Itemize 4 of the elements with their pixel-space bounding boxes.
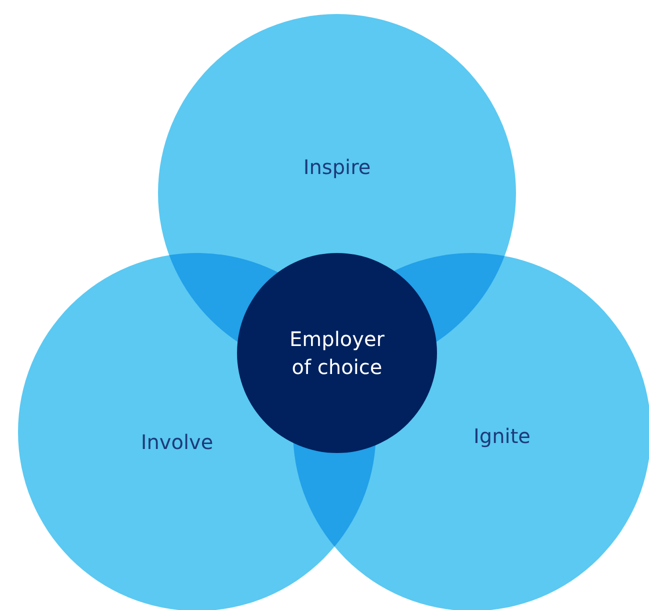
- circle-label: Inspire: [302, 154, 372, 181]
- circle-label: Ignite: [472, 423, 532, 450]
- circle-label: Employer of choice: [288, 326, 386, 381]
- circle-label: Involve: [140, 429, 214, 456]
